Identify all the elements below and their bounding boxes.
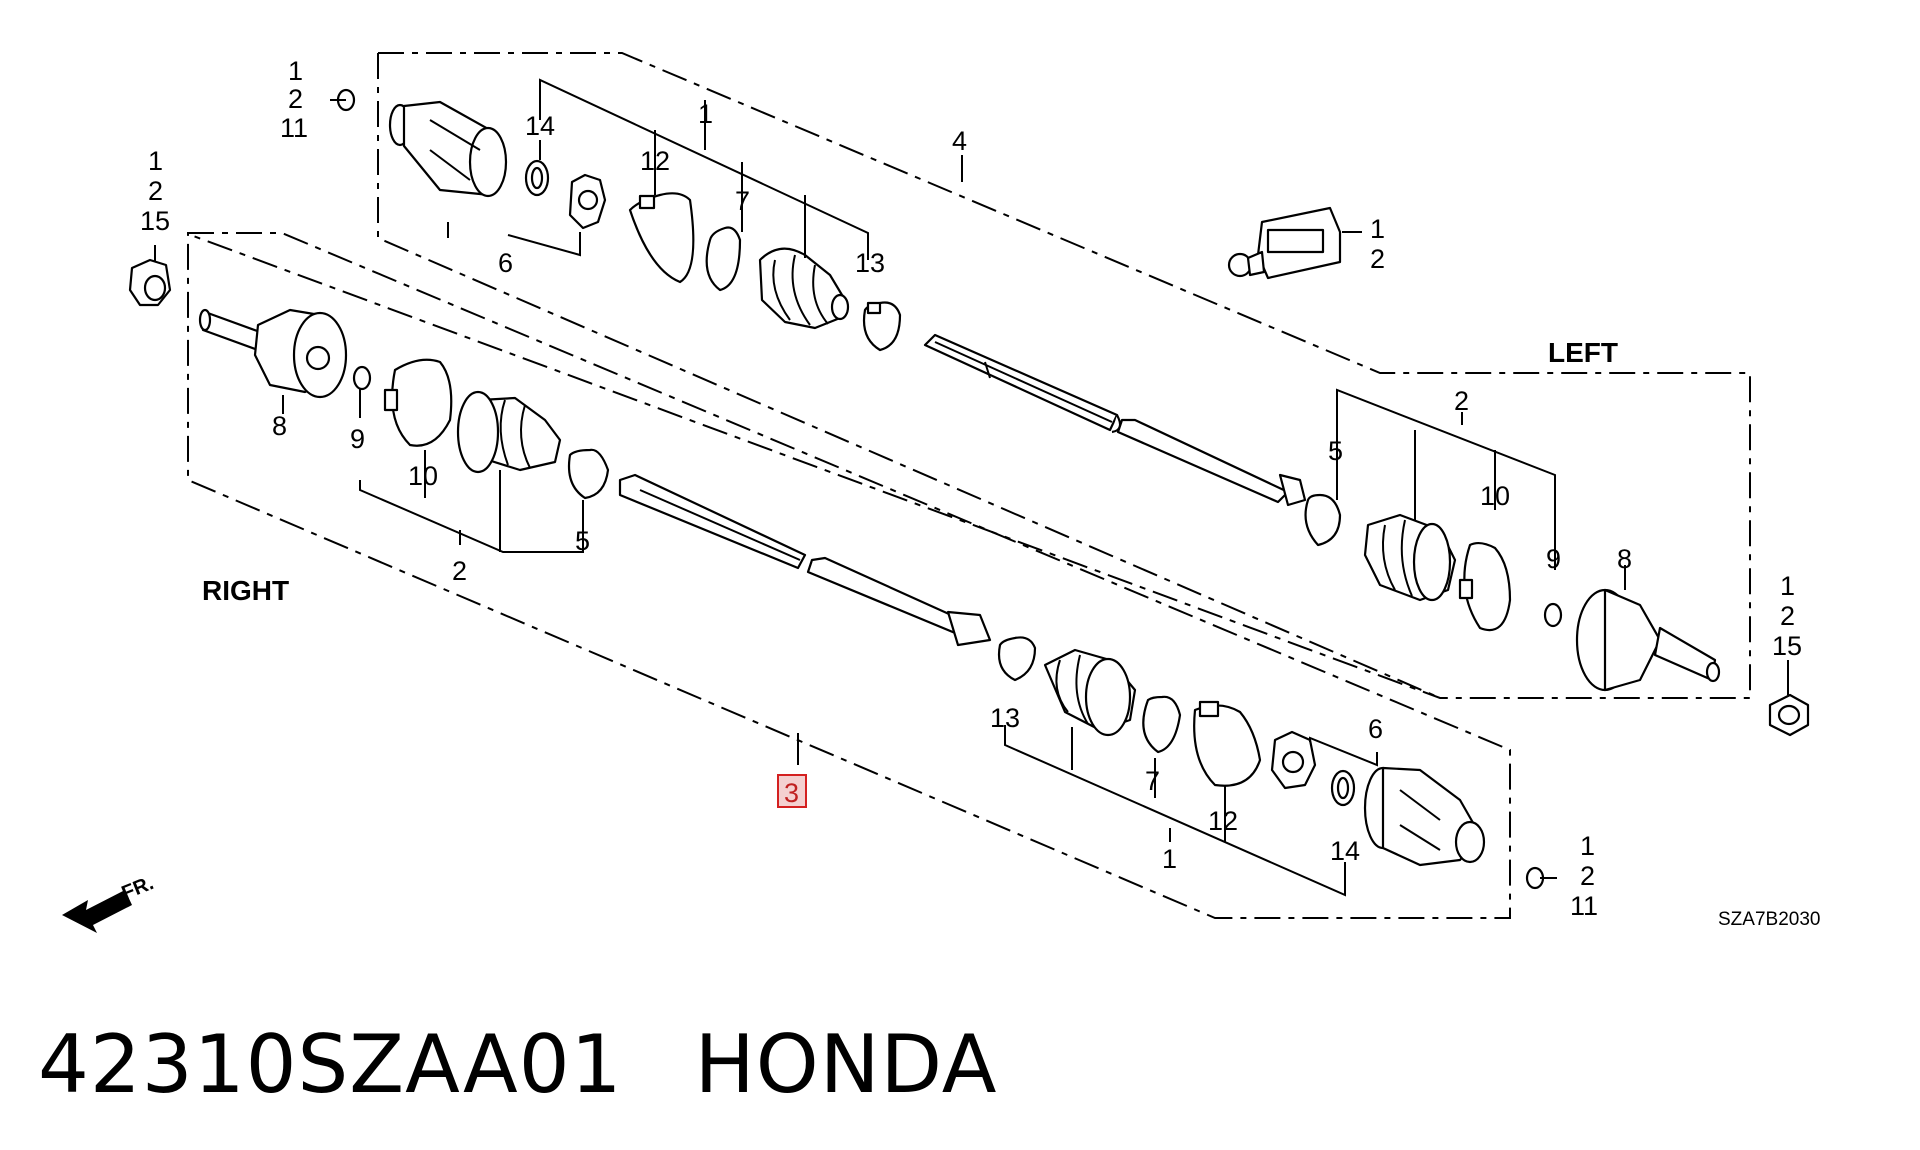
callout-tl-1: 1 (288, 56, 303, 86)
callout-l-8: 8 (1617, 544, 1632, 574)
boot-band-7-bottom (1142, 695, 1182, 754)
callout-b-14: 14 (1330, 836, 1360, 866)
part-number: 42310SZAA01 (38, 1018, 623, 1111)
callout-r-8: 8 (272, 411, 287, 441)
callout-r-2: 2 (452, 556, 467, 586)
lock-nut-15-right (1768, 693, 1810, 737)
callout-l-10: 10 (1480, 481, 1510, 511)
circlip-14-top (524, 159, 550, 197)
brand-name: HONDA (694, 1018, 998, 1111)
callout-13-top: 13 (855, 248, 885, 278)
callout-nut-r-15: 15 (1772, 631, 1802, 661)
callout-r-9: 9 (350, 424, 365, 454)
boot-band-5-left (1304, 493, 1342, 547)
diagram-code: SZA7B2030 (1718, 909, 1820, 930)
leader-lines (154, 78, 1789, 897)
highlight-box (777, 774, 807, 808)
boot-right-outer (456, 390, 562, 474)
left-outline-side (377, 53, 1441, 699)
tripod-joint-6-top (568, 173, 607, 230)
callout-tl-11: 11 (280, 113, 308, 143)
circlip-14-bottom (1330, 769, 1356, 807)
callout-tl-2: 2 (288, 84, 303, 114)
boot-band-5-right (567, 448, 610, 500)
right-shaft (618, 473, 992, 647)
front-arrow-icon (62, 890, 132, 933)
callout-grease-2: 2 (1370, 244, 1385, 274)
callout-br-11: 11 (1570, 891, 1598, 921)
boot-band-7-top (705, 226, 742, 292)
label-right: RIGHT (202, 575, 289, 606)
outer-cv-joint-8-left (1575, 588, 1721, 692)
boot-band-12-top (628, 192, 695, 284)
boot-band-12-bottom (1193, 700, 1262, 787)
front-label: FR. (119, 872, 157, 904)
callout-r-5: 5 (575, 526, 590, 556)
inner-joint-housing-left (388, 100, 508, 198)
callout-1-top: 1 (698, 99, 713, 129)
callout-14-top: 14 (525, 111, 555, 141)
callout-4: 4 (952, 126, 967, 156)
boot-band-13-top (862, 301, 902, 352)
grease-tube (1227, 206, 1342, 280)
left-shaft (923, 333, 1307, 507)
callout-b-12: 12 (1208, 806, 1238, 836)
right-shaft-assembly-outline (187, 232, 1511, 919)
callout-nut-l-1: 1 (148, 146, 163, 176)
callout-nut-r-2: 2 (1780, 601, 1795, 631)
boot-band-10-right (383, 358, 453, 447)
boot-left-outer (1363, 513, 1457, 602)
callout-nut-r-1: 1 (1780, 571, 1795, 601)
callout-r-10: 10 (408, 461, 438, 491)
callout-b-1: 1 (1162, 844, 1177, 874)
outer-cv-joint-8-right (198, 308, 348, 399)
callout-b-6: 6 (1368, 714, 1383, 744)
callout-br-2: 2 (1580, 861, 1595, 891)
boot-band-13-bottom (997, 636, 1037, 682)
lock-nut-15-left (128, 258, 172, 307)
callout-12-top: 12 (640, 146, 670, 176)
callout-br-1: 1 (1580, 831, 1595, 861)
callout-7-top: 7 (735, 186, 750, 216)
callout-l-2: 2 (1454, 386, 1469, 416)
callout-b-7: 7 (1145, 766, 1160, 796)
callout-3-highlighted[interactable]: 3 (784, 778, 799, 808)
boot-inner-bottom (1043, 648, 1137, 737)
circlip-9-right (352, 365, 372, 391)
circlip-9-left (1543, 602, 1563, 628)
tripod-joint-6-bottom (1270, 730, 1317, 790)
boot-top-left (758, 247, 850, 330)
page-title: 42310SZAA01 HONDA (38, 1018, 997, 1111)
callout-grease-1: 1 (1370, 214, 1385, 244)
label-left: LEFT (1548, 337, 1618, 368)
inner-joint-housing-right (1363, 766, 1486, 867)
callout-nut-l-2: 2 (148, 176, 163, 206)
boot-band-10-left (1458, 541, 1512, 632)
callout-b-13: 13 (990, 703, 1020, 733)
callout-l-9: 9 (1546, 544, 1561, 574)
callout-l-5: 5 (1328, 436, 1343, 466)
callout-6-top: 6 (498, 248, 513, 278)
callout-nut-l-15: 15 (140, 206, 170, 236)
